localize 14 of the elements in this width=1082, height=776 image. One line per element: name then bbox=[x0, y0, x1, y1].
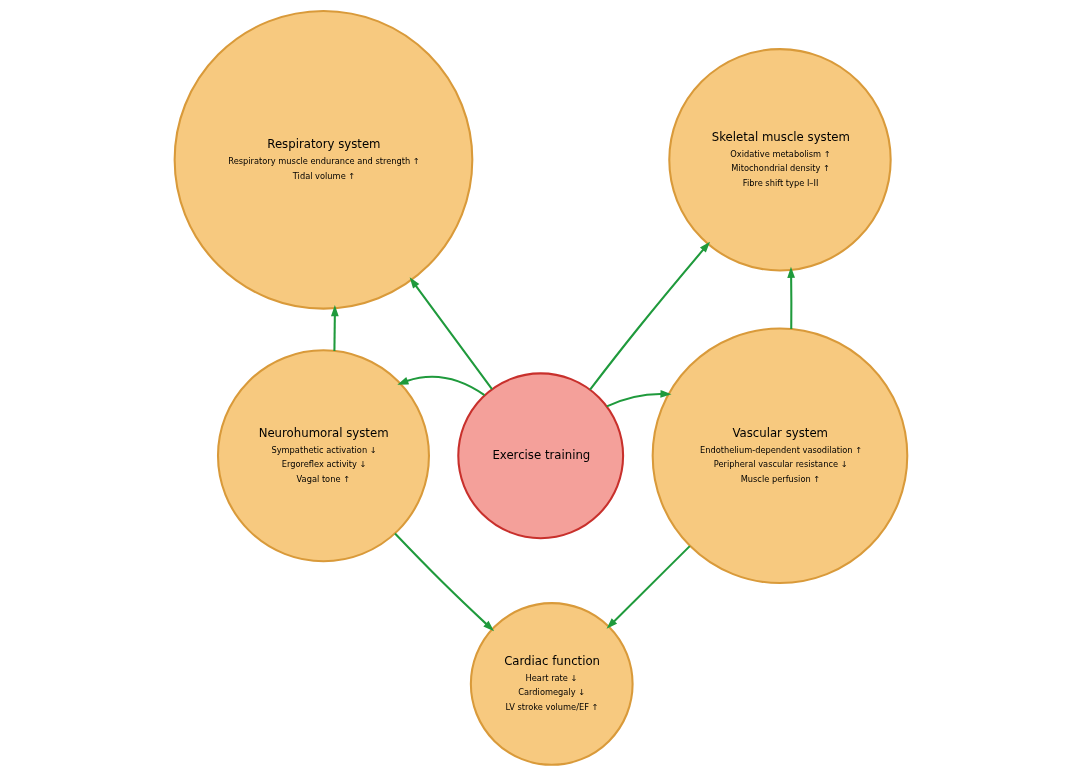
arrow bbox=[589, 241, 711, 391]
arrow bbox=[606, 545, 691, 629]
arrow bbox=[409, 277, 493, 390]
arrow bbox=[394, 532, 495, 632]
arrow bbox=[330, 305, 339, 351]
node-circle: Skeletal muscle system Oxidative metabolism ↑ Mitochondrial density ↑ Fibre shift type I–II bbox=[668, 48, 892, 272]
node-circle: Vascular system Endothelium-dependent vasodilation ↑ Peripheral vascular resistance ↓ Muscle perfusion ↑ bbox=[651, 327, 909, 585]
arrow bbox=[397, 375, 486, 397]
arrow bbox=[606, 390, 672, 408]
node-circle: Respiratory system Respiratory muscle endurance and strength ↑ Tidal volume ↑ bbox=[173, 9, 474, 310]
node-circle: Exercise training bbox=[457, 372, 625, 540]
node-circle: Cardiac function Heart rate ↓ Cardiomegaly ↓ LV stroke volume/EF ↑ bbox=[469, 602, 634, 766]
arrow bbox=[787, 266, 795, 329]
node-circle: Neurohumoral system Sympathetic activation ↓ Ergoreflex activity ↓ Vagal tone ↑ bbox=[216, 349, 430, 563]
